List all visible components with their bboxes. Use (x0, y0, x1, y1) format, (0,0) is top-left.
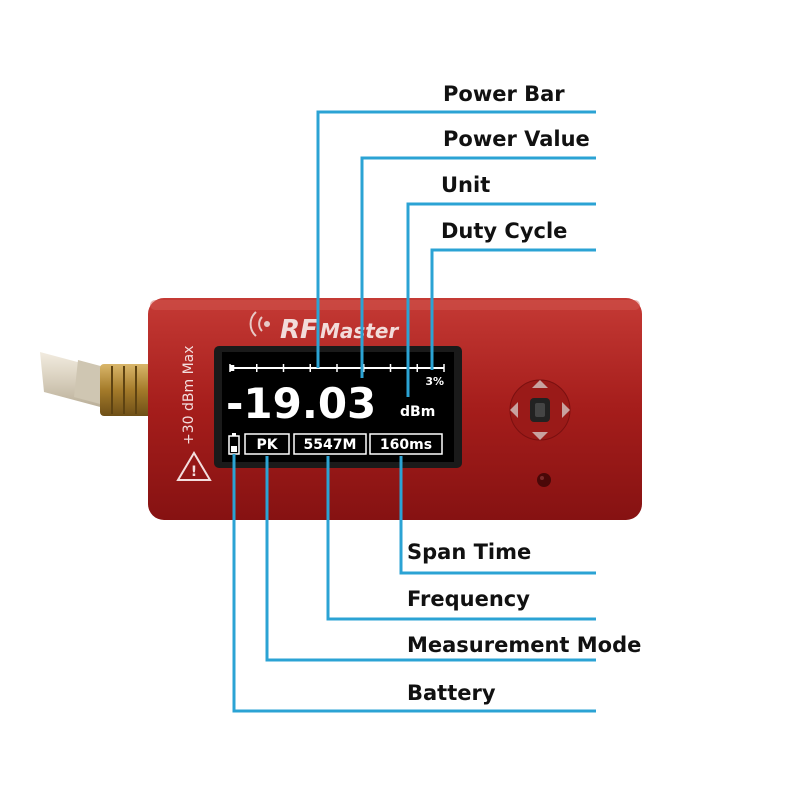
mode-readout: PK (256, 437, 278, 453)
max-power-warning: +30 dBm Max (181, 345, 197, 445)
status-led (537, 473, 551, 487)
span-time-readout: 160ms (380, 437, 432, 453)
callout-label-power-bar: Power Bar (443, 82, 565, 106)
callout-label-power-value: Power Value (443, 127, 590, 151)
warning-icon: ! (176, 451, 212, 481)
callout-line-battery (232, 454, 596, 713)
duty-cycle-readout: 3% (425, 375, 444, 388)
frequency-readout: 5547M (304, 437, 357, 453)
oled-screen (214, 346, 462, 468)
callout-label-span-time: Span Time (407, 540, 532, 564)
rf-cable (40, 352, 108, 408)
brand-logo-master: Master (320, 319, 399, 343)
power-bar-fill (230, 365, 235, 371)
svg-text:!: ! (191, 464, 197, 480)
callout-line-power-value (360, 156, 596, 378)
callout-label-battery: Battery (407, 681, 496, 705)
mode-box: PK (244, 433, 290, 455)
callout-line-frequency (326, 456, 596, 621)
callout-label-measurement-mode: Measurement Mode (407, 633, 642, 657)
power-value-readout: -19.03 (226, 379, 376, 428)
callout-label-duty-cycle: Duty Cycle (441, 219, 568, 243)
callout-line-measurement-mode (265, 456, 596, 662)
callout-line-duty-cycle (430, 248, 596, 370)
brand-logo-rf: RF (280, 315, 318, 345)
frequency-box: 5547M (293, 433, 367, 455)
callout-line-span-time (399, 456, 596, 575)
power-bar-ticks (229, 364, 445, 372)
rf-waves-icon (249, 311, 270, 337)
sma-connector (100, 364, 152, 416)
callout-line-unit (406, 202, 596, 397)
callout-label-unit: Unit (441, 173, 491, 197)
joystick[interactable] (509, 379, 571, 441)
unit-readout: dBm (400, 404, 435, 420)
callout-lines (232, 110, 596, 713)
callout-line-power-bar (316, 110, 596, 368)
callout-label-frequency: Frequency (407, 587, 530, 611)
span-time-box: 160ms (369, 433, 443, 455)
